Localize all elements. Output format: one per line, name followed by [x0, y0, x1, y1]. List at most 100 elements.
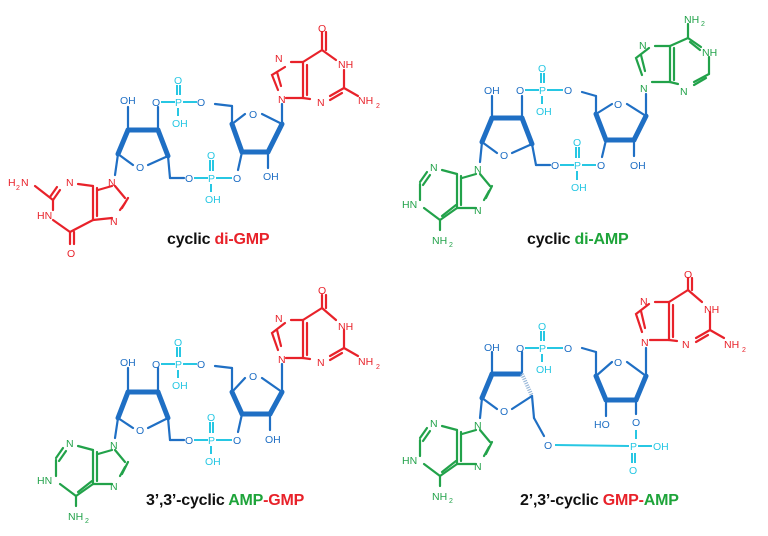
svg-text:O: O [174, 75, 182, 87]
caption-3-3-cyclic-amp-gmp: 3’,3’-cyclic AMP-GMP [146, 492, 304, 510]
adenine-bottom: N N N HN NH 2 [402, 162, 494, 249]
svg-text:N: N [640, 83, 648, 95]
svg-text:P: P [539, 85, 546, 97]
svg-text:N: N [317, 97, 325, 109]
svg-text:OH: OH [172, 380, 188, 392]
svg-text:N: N [680, 86, 688, 98]
guanine-top: N O NH N N NH 2 [270, 23, 380, 110]
svg-text:O: O [551, 160, 559, 172]
phosphate-upper: O P O O OH [516, 63, 572, 118]
svg-text:N: N [430, 418, 438, 430]
ribose-left: OH O [478, 342, 546, 438]
svg-text:O: O [500, 406, 508, 418]
svg-text:O: O [318, 285, 326, 297]
svg-text:O: O [249, 371, 257, 383]
svg-text:N: N [21, 177, 29, 189]
svg-text:OH: OH [536, 106, 552, 118]
svg-text:O: O [197, 97, 205, 109]
svg-text:N: N [275, 53, 283, 65]
svg-text:O: O [564, 85, 572, 97]
svg-text:HO: HO [594, 419, 610, 431]
panel-cyclic-di-gmp: N O NH N N NH 2 O OH [0, 0, 384, 268]
caption-prefix: cyclic [167, 231, 215, 248]
caption-highlight-amp: AMP [643, 492, 679, 509]
caption-2-3-cyclic-gmp-amp: 2’,3’-cyclic GMP-AMP [520, 492, 679, 510]
svg-text:O: O [152, 97, 160, 109]
structure-2-3-cgamp: N O NH N N NH 2 O HO O [402, 269, 746, 505]
svg-text:NH: NH [68, 511, 83, 523]
phosphate-lower: O P O O OH [185, 150, 241, 206]
svg-text:OH: OH [263, 171, 279, 183]
svg-text:2: 2 [16, 185, 20, 192]
svg-text:P: P [175, 97, 182, 109]
svg-text:HN: HN [37, 475, 52, 487]
caption-prefix: cyclic [527, 231, 575, 248]
svg-text:OH: OH [265, 434, 281, 446]
ribose-right: O OH [213, 102, 285, 183]
svg-text:N: N [110, 481, 118, 493]
svg-text:O: O [67, 248, 75, 260]
svg-text:N: N [430, 162, 438, 174]
ribose-left: OH O [113, 357, 186, 442]
svg-text:N: N [66, 438, 74, 450]
caption-prefix: 3’,3’-cyclic [146, 492, 229, 509]
svg-text:OH: OH [172, 118, 188, 130]
ribose-right: O HO O [580, 346, 649, 431]
svg-text:N: N [110, 440, 118, 452]
svg-text:2: 2 [85, 518, 89, 525]
svg-text:O: O [152, 359, 160, 371]
svg-text:2: 2 [376, 364, 380, 371]
phosphate-upper: O P O O OH [152, 75, 205, 130]
guanine-top: N O NH N N NH 2 [270, 285, 380, 371]
ribose-right: O OH [580, 90, 649, 172]
svg-text:O: O [233, 435, 241, 447]
caption-highlight-gmp: -GMP [263, 492, 305, 509]
svg-text:OH: OH [120, 357, 136, 369]
svg-text:O: O [136, 425, 144, 437]
svg-text:N: N [278, 94, 286, 106]
svg-text:O: O [632, 417, 640, 429]
svg-text:P: P [630, 441, 637, 453]
svg-text:NH: NH [432, 491, 447, 503]
svg-text:P: P [539, 343, 546, 355]
svg-text:N: N [474, 461, 482, 473]
svg-text:N: N [66, 177, 74, 189]
structure-3-3-cgamp: N O NH N N NH 2 O OH [37, 285, 380, 525]
svg-text:P: P [208, 173, 215, 185]
caption-prefix: 2’,3’-cyclic [520, 492, 603, 509]
svg-text:OH: OH [536, 364, 552, 376]
svg-text:N: N [474, 420, 482, 432]
caption-cyclic-di-gmp: cyclic di-GMP [167, 231, 270, 249]
svg-text:O: O [629, 465, 637, 477]
svg-text:OH: OH [571, 182, 587, 194]
svg-text:NH: NH [338, 59, 353, 71]
svg-text:O: O [564, 343, 572, 355]
svg-text:HN: HN [37, 210, 52, 222]
svg-text:N: N [317, 357, 325, 369]
caption-highlight-amp: AMP [228, 492, 264, 509]
svg-text:P: P [175, 359, 182, 371]
svg-text:2: 2 [449, 498, 453, 505]
svg-text:OH: OH [484, 85, 500, 97]
svg-text:O: O [544, 440, 552, 452]
svg-text:N: N [474, 164, 482, 176]
svg-text:OH: OH [205, 194, 221, 206]
svg-text:OH: OH [630, 160, 646, 172]
svg-text:OH: OH [653, 441, 669, 453]
svg-text:O: O [207, 150, 215, 162]
phosphate-upper: O P O O OH [516, 321, 572, 376]
caption-highlight-gmp: GMP- [602, 492, 644, 509]
svg-text:NH: NH [684, 14, 699, 26]
svg-text:N: N [640, 296, 648, 308]
svg-text:2: 2 [742, 347, 746, 354]
svg-text:O: O [684, 269, 692, 281]
svg-text:NH: NH [724, 339, 739, 351]
svg-text:O: O [197, 359, 205, 371]
svg-text:O: O [597, 160, 605, 172]
svg-text:O: O [516, 85, 524, 97]
svg-text:NH: NH [358, 356, 373, 368]
svg-text:P: P [208, 435, 215, 447]
svg-text:O: O [233, 173, 241, 185]
svg-text:O: O [500, 150, 508, 162]
phosphate-lower: O P O O OH [551, 137, 605, 194]
